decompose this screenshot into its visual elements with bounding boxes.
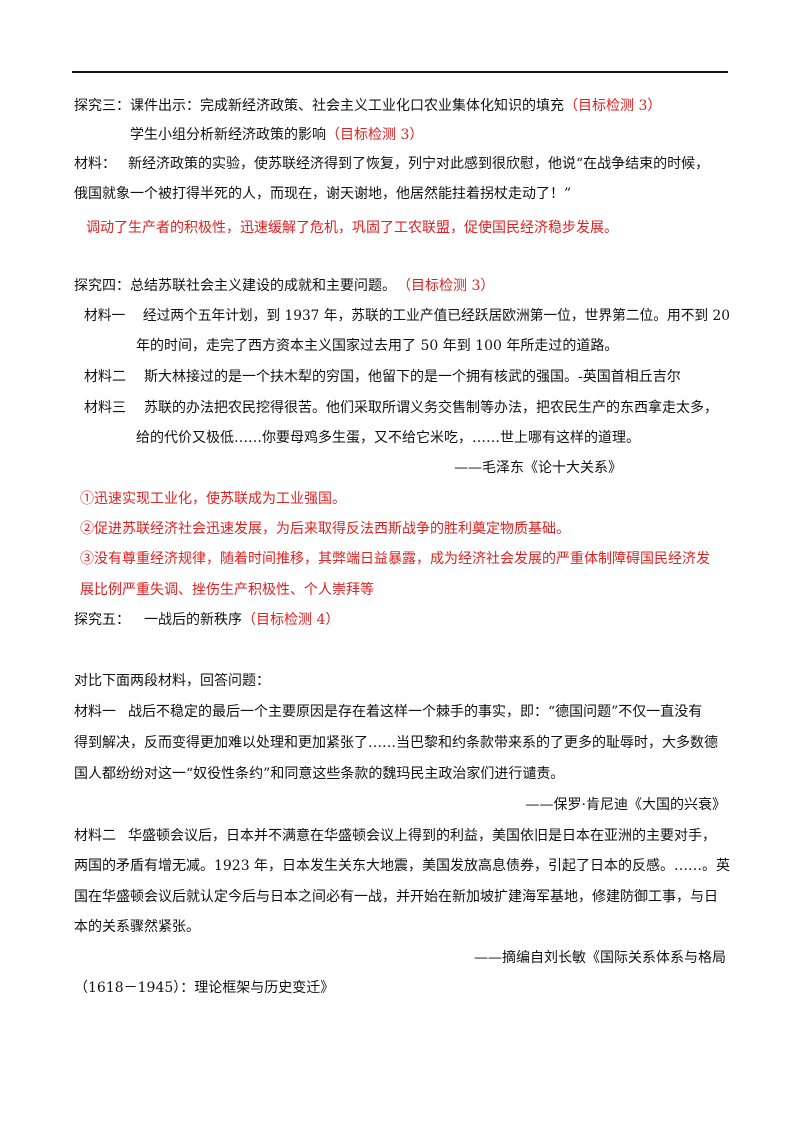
header-rule [72, 71, 728, 73]
section5-heading: 探究五： 一战后的新秩序（目标检测 4） [74, 610, 339, 630]
section4-material3-line1: 材料三 苏联的办法把农民挖得很苦。他们采取所谓义务交售制等办法，把农民生产的东西拿… [84, 398, 718, 418]
section5-tag: （目标检测 4） [242, 612, 340, 628]
section4-answer1: ①迅速实现工业化，使苏联成为工业强国。 [80, 491, 346, 507]
section4-material2-label: 材料二 [84, 369, 126, 385]
section3-material-text1: 新经济政策的实验，使苏联经济得到了恢复，列宁对此感到很欣慰，他说“在战争结束的时… [128, 156, 710, 172]
section5-material1-line3: 国人都纷纷对这一“奴役性条约”和同意这些条款的魏玛民主政治家们进行谴责。 [74, 766, 565, 782]
section3-label: 探究三： [74, 98, 130, 114]
section5-intro: 对比下面两段材料，回答问题： [74, 673, 270, 689]
section4-answer3-line2: 展比例严重失调、挫伤生产积极性、个人崇拜等 [80, 582, 374, 598]
section4-material1-label: 材料一 [84, 308, 126, 324]
section4-heading: 探究四：总结苏联社会主义建设的成就和主要问题。 （目标检测 3） [74, 276, 494, 296]
section4-answer2: ②促进苏联经济社会迅速发展，为后来取得反法西斯战争的胜利奠定物质基础。 [80, 521, 570, 537]
section5-material1-source: ——保罗·肯尼迪《大国的兴衰》 [525, 797, 726, 813]
section4-material1-line2: 年的时间，走完了西方资本主义国家过去用了 50 年到 100 年所走过的道路。 [136, 338, 619, 354]
section5-material2-line2: 两国的矛盾有增无减。1923 年，日本发生关东大地震，美国发放高息债券，引起了日… [74, 858, 730, 874]
section3-answer: 调动了生产者的积极性，迅速缓解了危机，巩固了工农联盟，促使国民经济稳步发展。 [86, 220, 618, 236]
section5-material1-label: 材料一 [74, 704, 116, 720]
section4-material1-text1: 经过两个五年计划，到 1937 年，苏联的工业产值已经跃居欧洲第一位，世界第二位… [142, 308, 730, 324]
section3-material-label: 材料： [74, 156, 116, 172]
section3-task2: 学生小组分析新经济政策的影响 [130, 127, 326, 143]
section5-material2-line1: 材料二华盛顿会议后，日本并不满意在华盛顿会议上得到的利益，美国依旧是日本在亚洲的… [74, 826, 716, 846]
section5-material2-line3: 国在华盛顿会议后就认定今后与日本之间必有一战，并开始在新加坡扩建海军基地，修建防… [74, 889, 718, 905]
section5-material2-line4: 本的关系骤然紧张。 [74, 919, 200, 935]
section3-material-line2: 俄国就象一个被打得半死的人，而现在，谢天谢地，他居然能拄着拐杖走动了！” [74, 186, 572, 202]
section5-material2-source: ——摘编自刘长敏《国际关系体系与格局 [474, 950, 726, 966]
section4-material2-text: 斯大林接过的是一个扶木犁的穷国，他留下的是一个拥有核武的强国。-英国首相丘吉尔 [144, 369, 681, 385]
section4-tag: （目标检测 3） [404, 278, 495, 294]
section4-title: 总结苏联社会主义建设的成就和主要问题。 [130, 278, 396, 294]
section3-task1-tag: （目标检测 3） [564, 98, 662, 114]
section5-material1-text1: 战后不稳定的最后一个主要原因是存在着这样一个棘手的事实，即：“德国问题”不仅一直… [128, 704, 703, 720]
section3-line2: 学生小组分析新经济政策的影响（目标检测 3） [130, 125, 423, 145]
section3-line1: 探究三：课件出示：完成新经济政策、社会主义工业化口农业集体化知识的填充（目标检测… [74, 96, 661, 116]
section4-answer3-line1: ③没有尊重经济规律，随着时间推移，其弊端日益暴露，成为经济社会发展的严重体制障碍… [80, 551, 710, 567]
section5-material2-label: 材料二 [74, 828, 116, 844]
section4-material3-source: ——毛泽东《论十大关系》 [454, 460, 622, 476]
section5-material2-source-cont: （1618－1945）：理论框架与历史变迁》 [74, 980, 335, 996]
section4-material3-line2: 给的代价又极低……你要母鸡多生蛋，又不给它米吃，……世上哪有这样的道理。 [136, 430, 640, 446]
section5-material2-text1: 华盛顿会议后，日本并不满意在华盛顿会议上得到的利益，美国依旧是日本在亚洲的主要对… [128, 828, 716, 844]
section4-label: 探究四： [74, 278, 130, 294]
section5-material1-line1: 材料一战后不稳定的最后一个主要原因是存在着这样一个棘手的事实，即：“德国问题”不… [74, 702, 702, 722]
section3-task2-tag: （目标检测 3） [326, 127, 424, 143]
section5-material1-line2: 得到解决，反而变得更加难以处理和更加紧张了……当巴黎和约条款带来系的了更多的耻辱… [74, 735, 718, 751]
section4-material3-label: 材料三 [84, 400, 126, 416]
section4-material1-line1: 材料一经过两个五年计划，到 1937 年，苏联的工业产值已经跃居欧洲第一位，世界… [84, 306, 730, 326]
section5-label: 探究五： [74, 612, 130, 628]
section4-material2: 材料二 斯大林接过的是一个扶木犁的穷国，他留下的是一个拥有核武的强国。-英国首相丘… [84, 367, 681, 387]
section4-material3-text1: 苏联的办法把农民挖得很苦。他们采取所谓义务交售制等办法，把农民生产的东西拿走太多… [144, 400, 718, 416]
section3-material-line1: 材料： 新经济政策的实验，使苏联经济得到了恢复，列宁对此感到很欣慰，他说“在战争结… [74, 154, 709, 174]
section5-title: 一战后的新秩序 [144, 612, 242, 628]
section3-task1: 课件出示：完成新经济政策、社会主义工业化口农业集体化知识的填充 [130, 98, 564, 114]
